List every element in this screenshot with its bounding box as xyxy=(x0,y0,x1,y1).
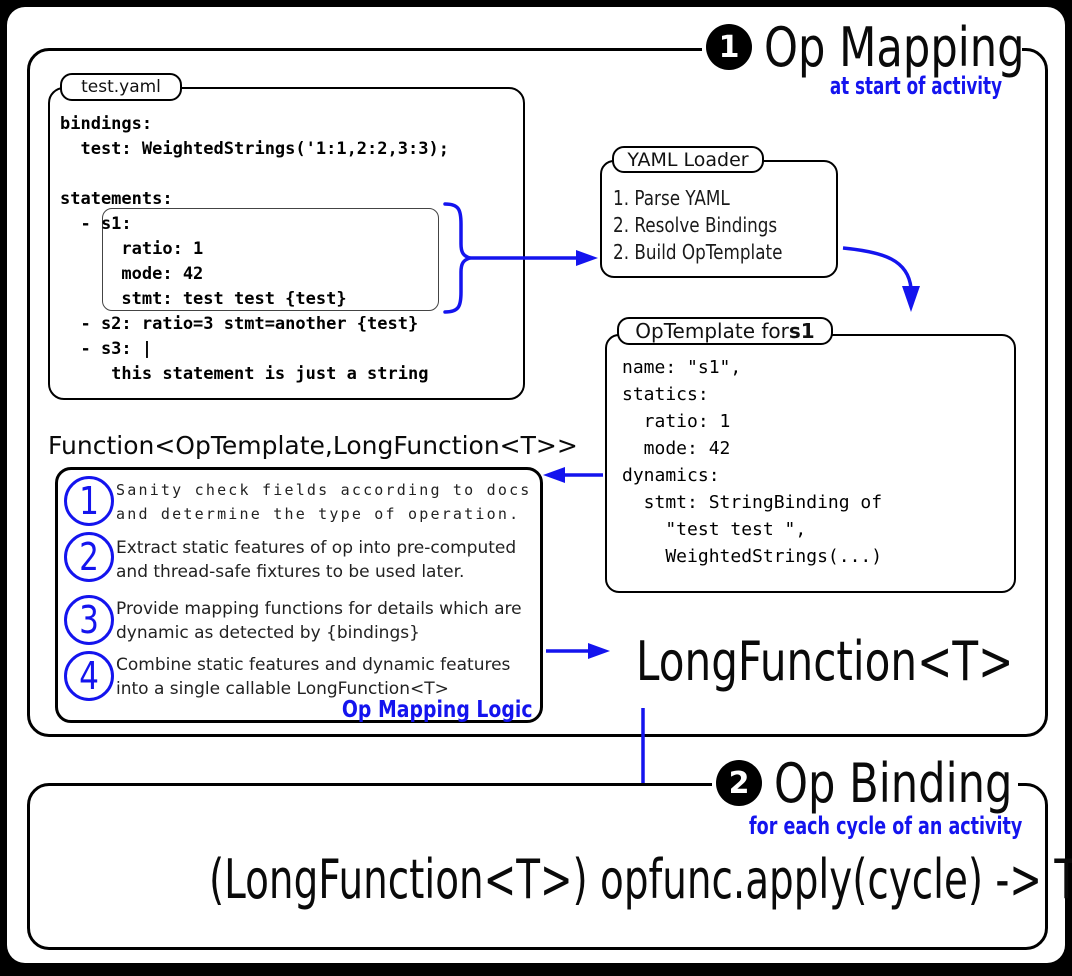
step-1-text: Sanity check fields according to docs an… xyxy=(116,481,532,523)
mapper-function-title: Function<OpTemplate,LongFunction<T>> xyxy=(48,431,578,460)
arrow-optemplate-to-mapper-icon xyxy=(543,467,603,483)
code-line: this statement is just a string xyxy=(60,364,429,384)
step-2-circle-icon: 2 xyxy=(64,532,114,582)
brace-connector-icon xyxy=(443,202,473,314)
long-function-result: LongFunction<T> xyxy=(636,630,1014,693)
test-yaml-tab: test.yaml xyxy=(60,73,182,101)
step-1-circle-icon: 1 xyxy=(64,476,114,526)
code-line: - s2: ratio=3 stmt=another {test} xyxy=(60,314,419,334)
op-binding-title: 2 Op Binding xyxy=(712,751,1018,815)
op-mapping-subtitle: at start of activity xyxy=(829,72,1002,100)
step-3-circle-icon: 3 xyxy=(64,595,114,645)
step-2-text: Extract static features of op into pre-c… xyxy=(116,538,517,582)
code-line xyxy=(60,162,449,187)
code-line: bindings: xyxy=(60,114,153,134)
arrow-loader-to-optemplate-icon xyxy=(842,246,920,312)
loader-step: 2. Resolve Bindings xyxy=(613,213,778,237)
loader-step: 1. Parse YAML xyxy=(613,186,730,210)
test-yaml-box xyxy=(48,87,525,400)
op-binding-formula: (LongFunction<T>) opfunc.apply(cycle) ->… xyxy=(208,848,1072,911)
op-mapping-logic-caption: Op Mapping Logic xyxy=(342,697,533,723)
s1-highlight-rect xyxy=(102,208,439,311)
test-yaml-code: bindings: test: WeightedStrings('1:1,2:2… xyxy=(60,112,449,387)
code-line: mode: 42 xyxy=(622,438,731,459)
op-binding-title-text: Op Binding xyxy=(774,751,1013,815)
code-line: stmt: StringBinding of xyxy=(622,492,883,513)
op-binding-subtitle: for each cycle of an activity xyxy=(748,812,1022,840)
op-mapping-title-text: Op Mapping xyxy=(764,15,1025,79)
code-line: stmt: test test {test} xyxy=(60,289,347,309)
code-line: mode: 42 xyxy=(60,264,204,284)
yaml-loader-steps: 1. Parse YAML 2. Resolve Bindings 2. Bui… xyxy=(613,185,815,266)
op-template-tab-text: OpTemplate for xyxy=(635,319,789,343)
code-line: name: "s1", xyxy=(622,357,742,378)
code-line: ratio: 1 xyxy=(60,239,204,259)
op-mapping-logic-box xyxy=(55,467,543,723)
code-line: ratio: 1 xyxy=(622,411,731,432)
step-4-text: Combine static features and dynamic feat… xyxy=(116,655,511,699)
code-line: WeightedStrings(...) xyxy=(622,546,883,567)
step-one-badge-icon: 1 xyxy=(706,24,752,70)
op-template-tab: OpTemplate for s1 xyxy=(617,317,833,345)
code-line: - s3: | xyxy=(60,339,153,359)
code-line: dynamics: xyxy=(622,465,720,486)
code-line: - s1: xyxy=(60,214,132,234)
loader-step: 2. Build OpTemplate xyxy=(613,240,783,264)
code-line: test: WeightedStrings('1:1,2:2,3:3); xyxy=(60,139,449,159)
arrow-mapper-to-longfunction-icon xyxy=(546,643,610,659)
yaml-loader-tab: YAML Loader xyxy=(612,146,764,173)
code-line: statics: xyxy=(622,384,709,405)
op-mapping-title: 1 Op Mapping xyxy=(702,15,1025,79)
step-3-text: Provide mapping functions for details wh… xyxy=(116,599,522,643)
step-4-circle-icon: 4 xyxy=(64,651,114,701)
op-template-tab-strong: s1 xyxy=(788,319,815,343)
op-template-box xyxy=(605,334,1016,593)
op-template-code: name: "s1", statics: ratio: 1 mode: 42 d… xyxy=(622,354,882,570)
code-line: "test test ", xyxy=(622,519,807,540)
arrow-yaml-to-loader-icon xyxy=(470,250,598,266)
code-line: statements: xyxy=(60,189,173,209)
step-two-badge-icon: 2 xyxy=(716,760,762,806)
yaml-loader-box xyxy=(600,160,838,278)
